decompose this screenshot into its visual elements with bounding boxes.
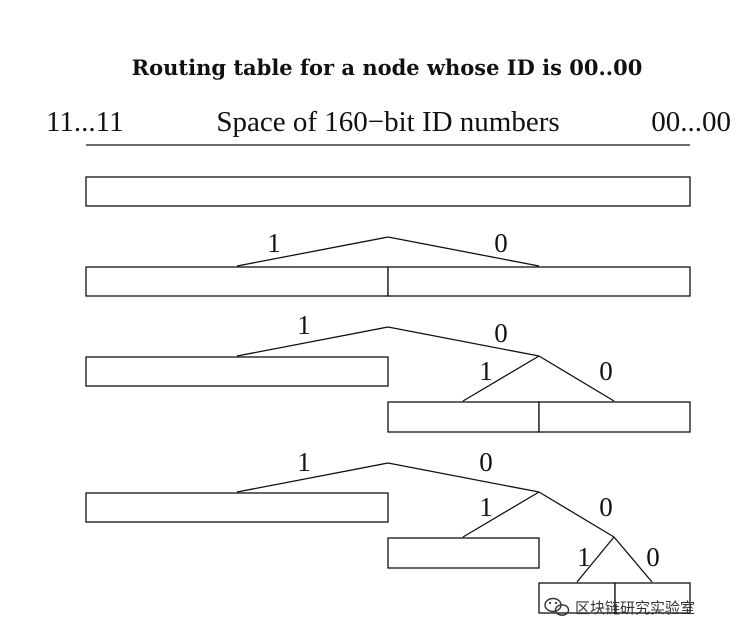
branch-edge-00 <box>538 491 615 538</box>
bit-label-1: 1 <box>577 542 591 572</box>
wechat-icon <box>544 597 570 616</box>
bit-label-0: 0 <box>599 492 613 522</box>
bit-label-0: 0 <box>599 356 613 386</box>
bucket-prefix-00 <box>538 401 691 433</box>
bit-label-1: 1 <box>267 228 281 258</box>
branch-edge-1 <box>236 462 389 493</box>
branch-edge-1 <box>236 326 389 357</box>
bucket-prefix-01 <box>387 401 540 433</box>
level-1: 1 0 <box>85 228 691 297</box>
branch-edge-0 <box>387 236 540 267</box>
branch-edge-000 <box>613 536 653 583</box>
watermark: 区块链研究实验室 <box>544 597 695 617</box>
branch-edge-00 <box>538 355 615 402</box>
bit-label-0: 0 <box>646 542 660 572</box>
bucket-prefix-000 <box>614 582 691 614</box>
id-space-left-end: 11...11 <box>46 106 124 138</box>
bit-label-0: 0 <box>479 447 493 477</box>
branch-edge-1 <box>236 236 389 267</box>
level-3: 1 0 1 0 1 0 <box>85 447 691 614</box>
bit-label-0: 0 <box>494 318 508 348</box>
bit-label-1: 1 <box>297 447 311 477</box>
branch-edge-0 <box>387 326 540 357</box>
bucket-full-space <box>85 176 691 207</box>
id-space-label: Space of 160−bit ID numbers <box>216 106 559 138</box>
id-space-right-end: 00...00 <box>651 106 731 138</box>
bucket-prefix-01 <box>387 537 540 569</box>
bucket-prefix-1 <box>85 266 389 297</box>
branch-edge-0 <box>387 462 540 493</box>
watermark-text: 区块链研究实验室 <box>575 599 695 617</box>
bit-label-1: 1 <box>479 492 493 522</box>
bit-label-1: 1 <box>479 356 493 386</box>
bucket-prefix-1 <box>85 356 389 387</box>
bit-label-0: 0 <box>494 228 508 258</box>
branch-edge-001 <box>576 536 615 583</box>
level-0 <box>85 176 691 207</box>
branch-edge-01 <box>462 355 540 402</box>
bucket-prefix-1 <box>85 492 389 523</box>
diagram-title: Routing table for a node whose ID is 00.… <box>132 55 643 80</box>
bucket-prefix-0 <box>387 266 691 297</box>
branch-edge-01 <box>462 491 540 538</box>
bit-label-1: 1 <box>297 310 311 340</box>
level-2: 1 0 1 0 <box>85 310 691 433</box>
